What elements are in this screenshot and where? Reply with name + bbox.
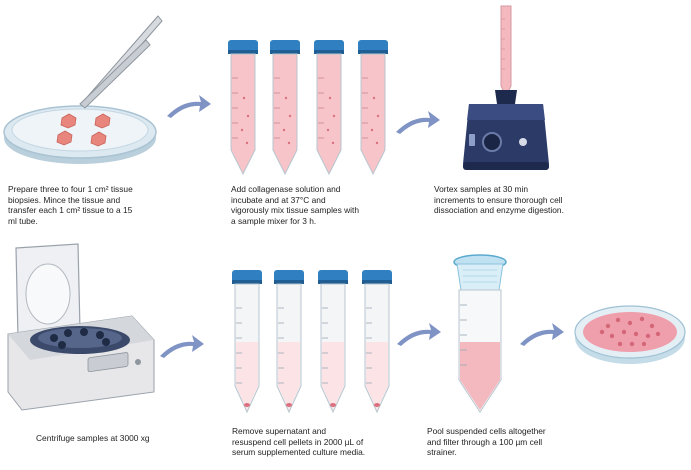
culture-dish-icon (574, 305, 686, 364)
step-6-caption: Pool suspended cells altogether and filt… (427, 426, 546, 458)
forceps-icon (79, 15, 163, 109)
arrow-icon (160, 335, 204, 358)
step-4-caption: Centrifuge samples at 3000 xg (36, 433, 150, 443)
centrifuge-icon (7, 243, 155, 411)
arrow-icon (397, 323, 441, 346)
cell-strainer-tube-icon (453, 254, 507, 413)
step-2-caption: Add collagenase solution and incubate an… (231, 184, 359, 226)
step-1-caption: Prepare three to four 1 cm² tissue biops… (8, 184, 133, 226)
step-3-caption: Vortex samples at 30 min increments to e… (434, 184, 564, 216)
petri-dish-icon (3, 105, 157, 164)
arrow-icon (396, 111, 440, 134)
tube-rack-icon (232, 269, 393, 414)
arrow-icon (167, 95, 211, 118)
arrow-icon (520, 323, 564, 346)
tube-rack-icon (228, 39, 389, 176)
vortex-mixer-icon (463, 5, 549, 170)
step-5-caption: Remove supernatant and resuspend cell pe… (232, 426, 366, 458)
